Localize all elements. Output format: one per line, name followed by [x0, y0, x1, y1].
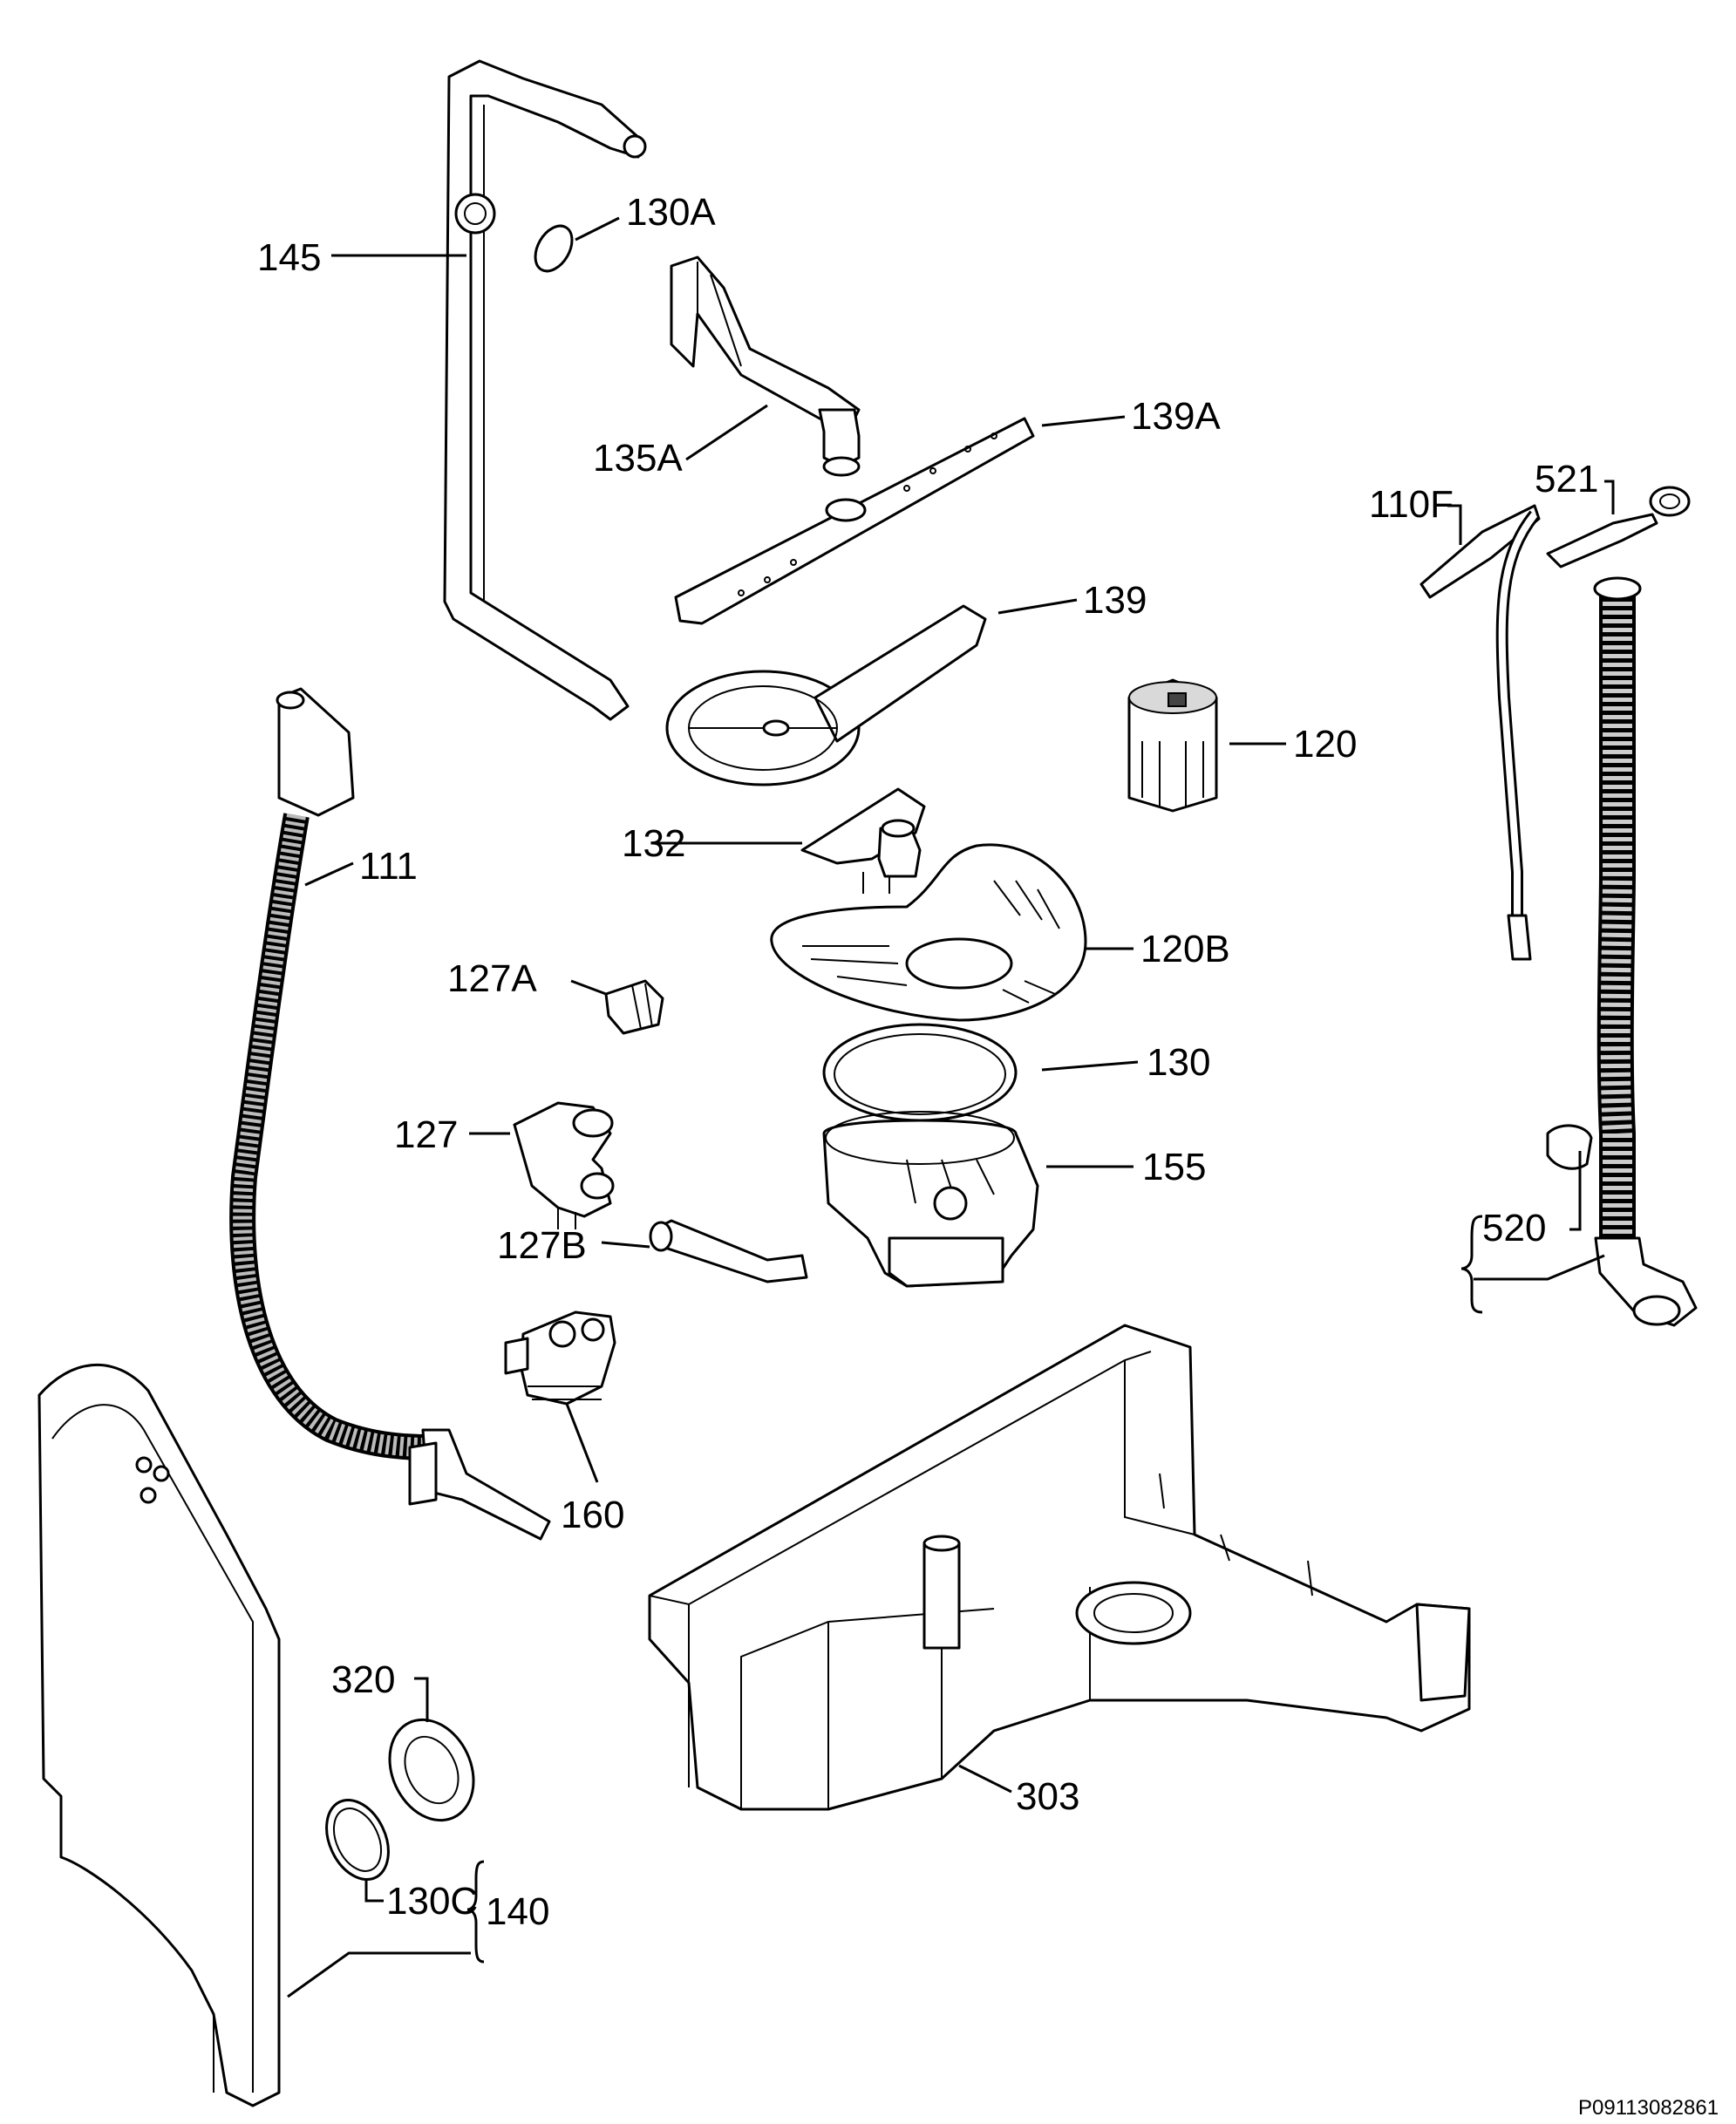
part-drain-hose	[1546, 576, 1698, 1327]
part-135a-bracket	[670, 255, 861, 477]
label-111: 111	[359, 845, 418, 888]
label-135a: 135A	[593, 437, 683, 480]
label-139a: 139A	[1131, 395, 1221, 438]
part-127b-hose	[649, 1219, 808, 1283]
label-140: 140	[486, 1890, 549, 1933]
leader-lines	[287, 216, 1615, 1998]
part-130-gasket	[822, 1023, 1018, 1122]
label-127b: 127B	[497, 1224, 587, 1267]
part-120b-micro-filter	[770, 843, 1087, 1022]
part-140-side-panel	[37, 1363, 281, 2107]
label-139: 139	[1083, 579, 1147, 622]
label-145: 145	[257, 236, 321, 279]
label-130a: 130A	[626, 191, 716, 234]
label-120: 120	[1293, 723, 1357, 766]
part-130c-o-ring	[325, 1798, 390, 1882]
part-139a-spray-arm	[674, 417, 1035, 625]
part-127a-cap	[604, 979, 664, 1035]
label-110f: 110F	[1369, 483, 1453, 526]
label-127a: 127A	[447, 957, 537, 1000]
part-145-supply-pipe	[443, 59, 647, 721]
part-303-base	[648, 1324, 1471, 1811]
label-303: 303	[1016, 1775, 1079, 1818]
label-120b: 120B	[1140, 928, 1230, 970]
part-132-bracket	[800, 787, 926, 894]
label-160: 160	[561, 1494, 624, 1536]
part-521-clip	[1546, 486, 1691, 568]
label-521: 521	[1535, 458, 1598, 500]
part-labels: 145 130A 135A 139A 139 110F 521 120 111 …	[257, 191, 1598, 1933]
label-520: 520	[1482, 1207, 1546, 1249]
part-111-hose	[229, 687, 551, 1541]
label-132: 132	[622, 822, 685, 865]
part-155-sump	[822, 1111, 1039, 1288]
part-127-elbow	[513, 1101, 615, 1229]
label-155: 155	[1142, 1146, 1206, 1188]
part-120-filter	[1127, 678, 1218, 813]
part-110f-tube	[1419, 504, 1541, 961]
part-139-lower-spray-arm	[665, 604, 987, 786]
part-320-ring-seal	[388, 1718, 475, 1822]
part-160-pump	[504, 1310, 616, 1406]
label-130c: 130C	[386, 1880, 478, 1923]
drawing-code: P09113082861	[1578, 2096, 1719, 2120]
label-130: 130	[1147, 1041, 1210, 1084]
label-127: 127	[394, 1113, 458, 1156]
label-320: 320	[331, 1658, 395, 1701]
part-130a-o-ring	[534, 224, 574, 273]
